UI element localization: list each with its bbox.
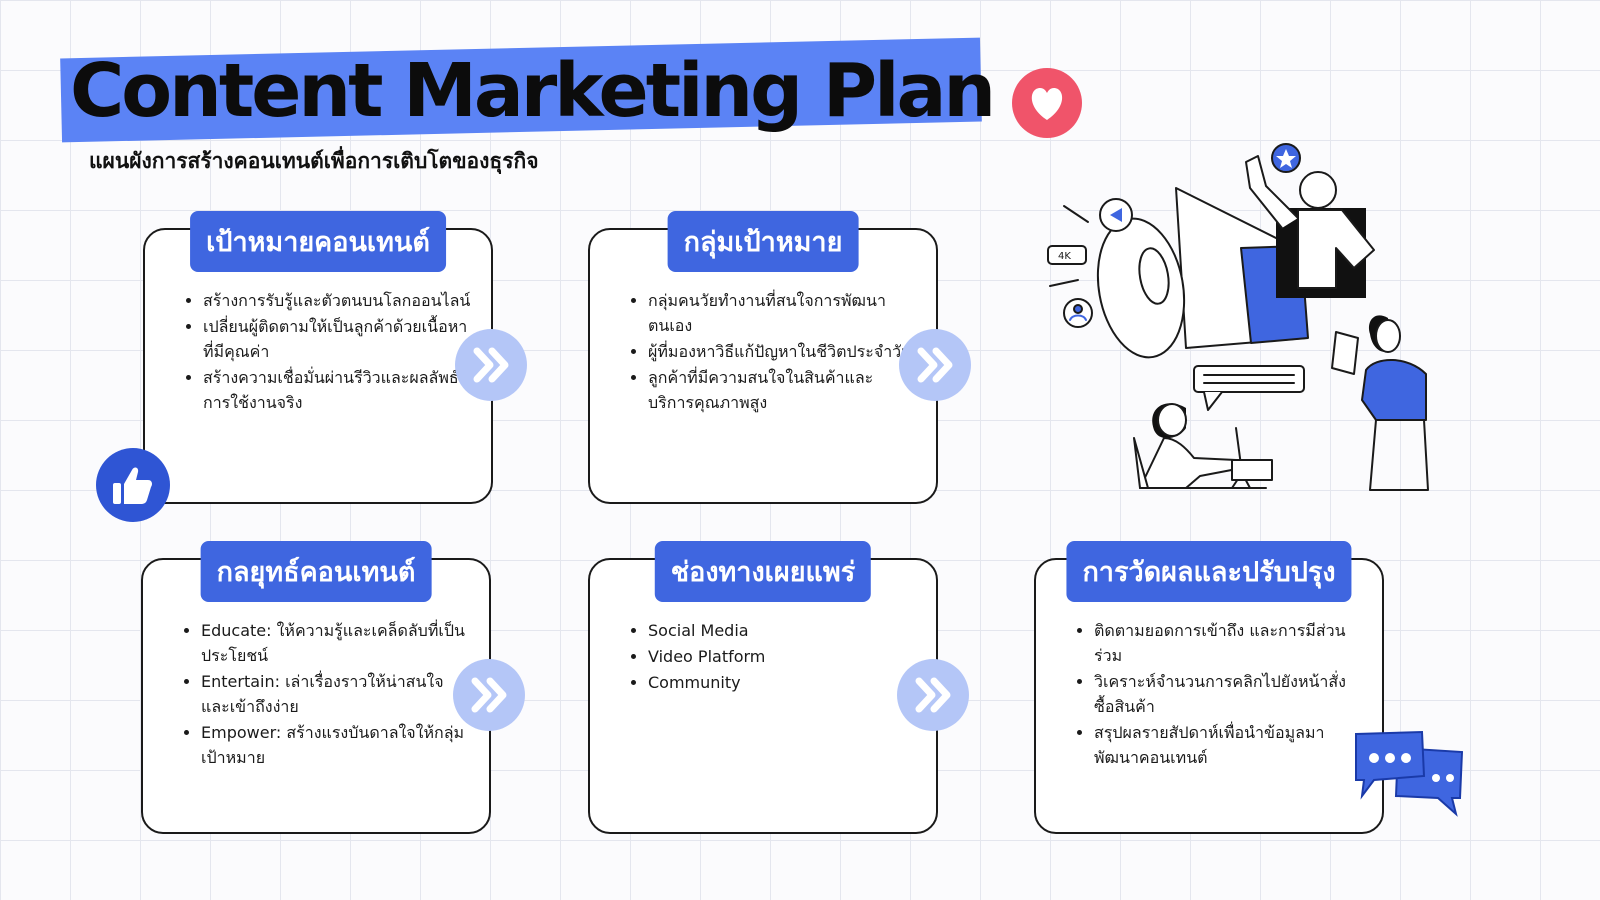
card-label: กลุ่มเป้าหมาย	[667, 211, 859, 272]
card-list: Educate: ให้ความรู้และเคล็ดลับที่เป็นประ…	[181, 618, 469, 771]
badge-text: 4K	[1058, 251, 1071, 262]
card-label: กลยุทธ์คอนเทนต์	[200, 541, 432, 602]
heart-icon	[1012, 68, 1082, 138]
card-label: เป้าหมายคอนเทนต์	[190, 211, 446, 272]
list-item: ผู้ที่มองหาวิธีแก้ปัญหาในชีวิตประจำวัน	[648, 339, 916, 364]
list-item: ติดตามยอดการเข้าถึง และการมีส่วนร่วม	[1094, 618, 1362, 668]
list-item: Video Platform	[648, 644, 916, 669]
list-item: วิเคราะห์จำนวนการคลิกไปยังหน้าสั่งซื้อสิ…	[1094, 669, 1362, 719]
megaphone-illustration: 4K	[1036, 138, 1446, 502]
double-chevron-right-icon	[455, 329, 527, 401]
page-title: Content Marketing Plan	[70, 48, 996, 134]
double-chevron-right-icon	[897, 659, 969, 731]
double-chevron-right-icon	[453, 659, 525, 731]
list-item: ลูกค้าที่มีความสนใจในสินค้าและบริการคุณภ…	[648, 365, 916, 415]
list-item: Educate: ให้ความรู้และเคล็ดลับที่เป็นประ…	[201, 618, 469, 668]
card-label: ช่องทางเผยแพร่	[654, 541, 872, 602]
card-list: กลุ่มคนวัยทำงานที่สนใจการพัฒนาตนเอง ผู้ท…	[628, 288, 916, 416]
card-content-goals: เป้าหมายคอนเทนต์ สร้างการรับรู้และตัวตนบ…	[143, 211, 493, 504]
list-item: Social Media	[648, 618, 916, 643]
list-item: สร้างความเชื่อมั่นผ่านรีวิวและผลลัพธ์การ…	[203, 365, 471, 415]
card-list: Social Media Video Platform Community	[628, 618, 916, 696]
list-item: สรุปผลรายสัปดาห์เพื่อนำข้อมูลมาพัฒนาคอนเ…	[1094, 720, 1362, 770]
page-subtitle: แผนผังการสร้างคอนเทนต์เพื่อการเติบโตของธ…	[89, 149, 539, 173]
thumbs-up-icon	[96, 448, 170, 522]
list-item: สร้างการรับรู้และตัวตนบนโลกออนไลน์	[203, 288, 471, 313]
double-chevron-right-icon	[899, 329, 971, 401]
card-target-audience: กลุ่มเป้าหมาย กลุ่มคนวัยทำงานที่สนใจการพ…	[588, 211, 938, 504]
card-content-strategy: กลยุทธ์คอนเทนต์ Educate: ให้ความรู้และเค…	[141, 541, 491, 834]
list-item: เปลี่ยนผู้ติดตามให้เป็นลูกค้าด้วยเนื้อหา…	[203, 314, 471, 364]
chat-bubbles-icon	[1352, 728, 1468, 824]
list-item: Community	[648, 670, 916, 695]
card-distribution-channels: ช่องทางเผยแพร่ Social Media Video Platfo…	[588, 541, 938, 834]
card-label: การวัดผลและปรับปรุง	[1066, 541, 1352, 602]
card-measurement-improvement: การวัดผลและปรับปรุง ติดตามยอดการเข้าถึง …	[1034, 541, 1384, 834]
list-item: กลุ่มคนวัยทำงานที่สนใจการพัฒนาตนเอง	[648, 288, 916, 338]
list-item: Empower: สร้างแรงบันดาลใจให้กลุ่มเป้าหมา…	[201, 720, 469, 770]
card-list: ติดตามยอดการเข้าถึง และการมีส่วนร่วม วิเ…	[1074, 618, 1362, 771]
card-list: สร้างการรับรู้และตัวตนบนโลกออนไลน์ เปลี่…	[183, 288, 471, 416]
list-item: Entertain: เล่าเรื่องราวให้น่าสนใจและเข้…	[201, 669, 469, 719]
